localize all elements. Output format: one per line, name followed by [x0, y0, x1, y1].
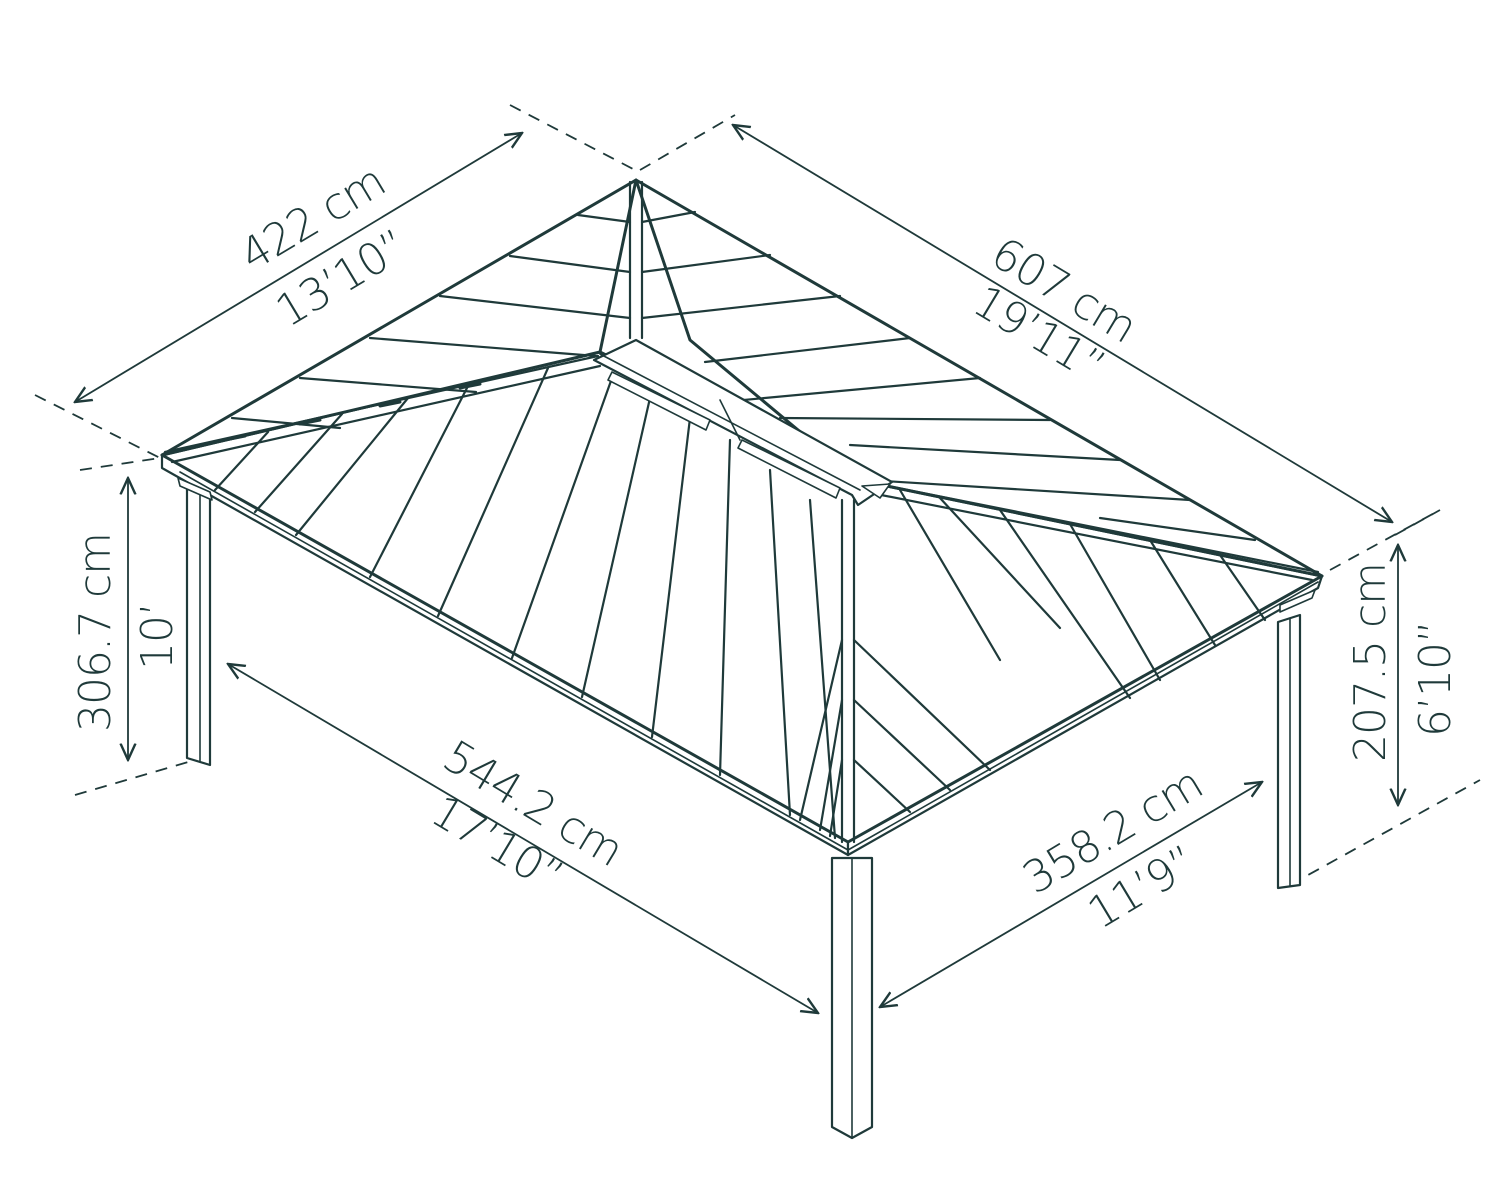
gazebo-roof [160, 178, 1324, 857]
extension-lines [34, 104, 1481, 886]
roof-rafters-front [213, 366, 1267, 840]
post-front [830, 856, 874, 1140]
roof-rafters-back-right [640, 210, 1257, 542]
dimension-lines [75, 125, 1398, 1013]
total-height-metric: 306.7 cm [70, 533, 121, 732]
roof-rafters-back-left [230, 213, 632, 430]
total-height-imperial: 10’ [132, 603, 183, 670]
post-right [1276, 613, 1302, 890]
ridge-vent [592, 338, 894, 507]
side-height-metric: 207.5 cm [1345, 563, 1396, 762]
post-back-left [185, 486, 212, 767]
gazebo-posts [185, 486, 1302, 1140]
hip-rafter-slots [223, 382, 482, 442]
side-height-imperial: 6’10” [1410, 621, 1461, 737]
